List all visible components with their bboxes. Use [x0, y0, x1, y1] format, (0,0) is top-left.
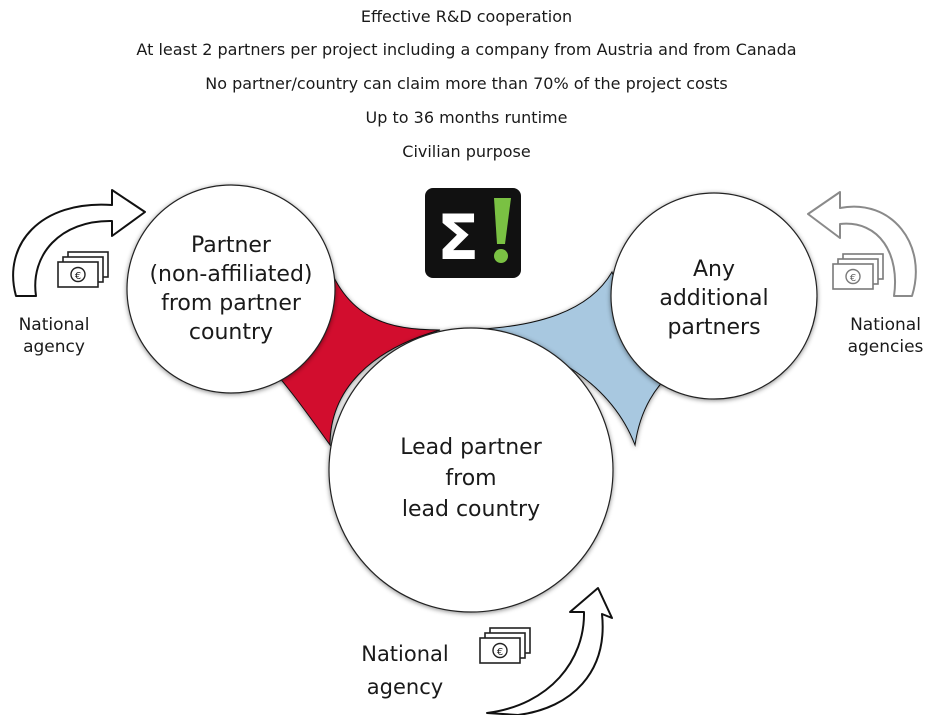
bottom-arrow-icon — [486, 587, 613, 715]
requirement-1: Effective R&D cooperation — [360, 7, 573, 26]
bottom-money-icon — [479, 627, 531, 664]
bottom-agency-label: National agency — [350, 638, 460, 704]
partner-circle — [126, 184, 336, 394]
left-agency-line-2: agency — [23, 337, 85, 357]
lead-line-1: Lead partner — [400, 435, 542, 460]
left-money-icon — [57, 251, 109, 288]
partner-circle-text: Partner (non-affiliated) from partner co… — [141, 231, 321, 347]
logo-sigma-icon: Σ — [437, 201, 479, 274]
partner-line-2: (non-affiliated) — [149, 262, 313, 287]
left-arrow-icon — [12, 189, 146, 297]
partner-line-3: from partner — [161, 291, 301, 316]
left-agency-line-1: National — [18, 315, 90, 335]
bottom-agency-line-2: agency — [366, 675, 444, 699]
lead-line-2: from — [445, 466, 497, 491]
lead-partner-circle — [328, 327, 614, 613]
right-euro-symbol: € — [850, 273, 856, 284]
bottom-agency-line-1: National — [361, 642, 449, 666]
logo-exclamation-icon — [494, 198, 511, 244]
right-arrow-icon — [807, 191, 917, 297]
additional-line-3: partners — [667, 315, 761, 340]
additional-partners-circle — [610, 192, 818, 400]
requirement-4: Up to 36 months runtime — [365, 108, 568, 127]
right-money-icon — [832, 253, 884, 290]
right-agency-line-2: agencies — [847, 337, 924, 357]
additional-line-1: Any — [692, 257, 735, 282]
left-agency-label: National agency — [4, 314, 104, 358]
additional-line-2: additional — [659, 286, 769, 311]
left-euro-symbol: € — [75, 271, 81, 282]
requirement-2: At least 2 partners per project includin… — [136, 40, 797, 59]
right-agency-line-1: National — [850, 315, 921, 335]
lead-line-3: lead country — [401, 497, 541, 522]
bottom-euro-symbol: € — [497, 647, 503, 658]
partner-line-1: Partner — [191, 233, 271, 258]
lead-partner-text: Lead partner from lead country — [371, 432, 571, 525]
additional-partners-text: Any additional partners — [634, 255, 794, 342]
requirement-3: No partner/country can claim more than 7… — [205, 74, 728, 93]
right-agency-label: National agencies — [838, 314, 933, 358]
requirement-5: Civilian purpose — [402, 142, 531, 161]
partner-line-4: country — [188, 320, 274, 345]
